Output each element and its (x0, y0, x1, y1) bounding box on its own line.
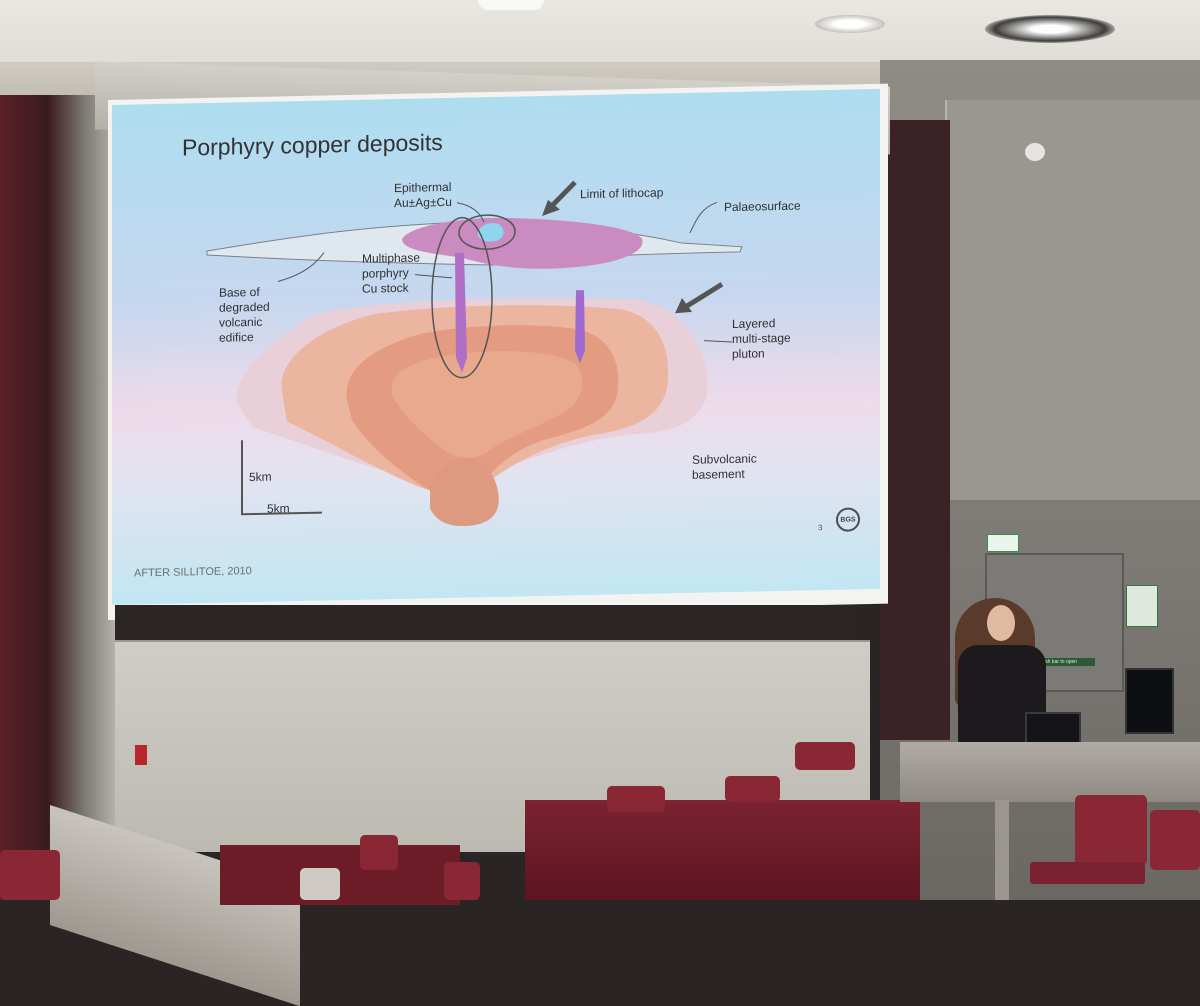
door-sign-text: Push bar to open (1039, 659, 1078, 665)
label-epithermal: Epithermal Au±Ag±Cu (394, 179, 452, 211)
label-lithocap: Limit of lithocap (580, 185, 664, 202)
pluton-core (392, 351, 583, 458)
auditorium-seats (0, 850, 60, 900)
chair (360, 835, 398, 870)
chair (1150, 810, 1200, 870)
label-pluton: Layered multi-stage pluton (732, 316, 791, 362)
porphyry-stock-secondary (575, 290, 585, 364)
stock-highlight-ellipse (431, 216, 493, 379)
chair (607, 786, 665, 812)
pluton-pointer (703, 340, 733, 343)
exit-sign (987, 534, 1019, 552)
scale-label-vertical: 5km (249, 469, 272, 485)
chair (1075, 795, 1147, 865)
label-basement: Subvolcanic basement (692, 451, 757, 482)
ceiling-speaker (985, 15, 1115, 43)
lithocap-arrow-head (542, 199, 560, 216)
ceiling-light (478, 0, 544, 10)
lithocap-arrow (550, 180, 577, 208)
chair-seat (1030, 862, 1145, 884)
epithermal-pointer (456, 202, 485, 223)
base-pointer (277, 252, 325, 283)
geology-diagram (206, 180, 743, 527)
presenter-face (987, 605, 1015, 641)
curtain (880, 120, 950, 740)
monitor (1125, 668, 1174, 734)
scale-label-horizontal: 5km (267, 501, 290, 516)
slide-page-number: 3 (818, 523, 823, 533)
epithermal-highlight-ellipse (458, 214, 516, 250)
slide-credit: AFTER SILLITOE, 2010 (134, 565, 252, 580)
slide: Porphyry copper deposits Epithermal Au±A… (112, 88, 880, 605)
table-cloth-left (220, 845, 460, 905)
screen-recess (115, 605, 855, 645)
fire-alarm-switch (135, 745, 147, 765)
chair (725, 776, 780, 802)
left-wall (0, 95, 120, 900)
chair (300, 868, 340, 900)
stock-pointer (414, 274, 453, 279)
security-camera-icon (1025, 143, 1045, 161)
chair (444, 862, 480, 900)
ceiling-light (815, 15, 885, 33)
wall-panel (945, 100, 1200, 500)
bgs-logo-text: BGS (840, 515, 856, 524)
epithermal-deposit (477, 223, 504, 242)
label-porphyry-stock: Multiphase porphyry Cu stock (362, 250, 421, 296)
scale-bar (241, 440, 322, 516)
slide-title: Porphyry copper deposits (182, 129, 443, 161)
pluton-root (430, 457, 499, 527)
label-base-edifice: Base of degraded volcanic edifice (219, 284, 270, 345)
front-table (525, 800, 920, 900)
first-aid-sign (1126, 585, 1158, 627)
pluton-arrow-head (675, 298, 692, 314)
lectern-leg (995, 800, 1009, 900)
porphyry-stock-main (455, 252, 467, 373)
chair (795, 742, 855, 770)
door-push-bar: Push bar to open (1035, 658, 1095, 666)
pluton-arrow (685, 282, 724, 309)
palaeosurface-pointer (689, 201, 718, 234)
lectern (900, 742, 1200, 802)
label-palaeosurface: Palaeosurface (724, 198, 801, 215)
